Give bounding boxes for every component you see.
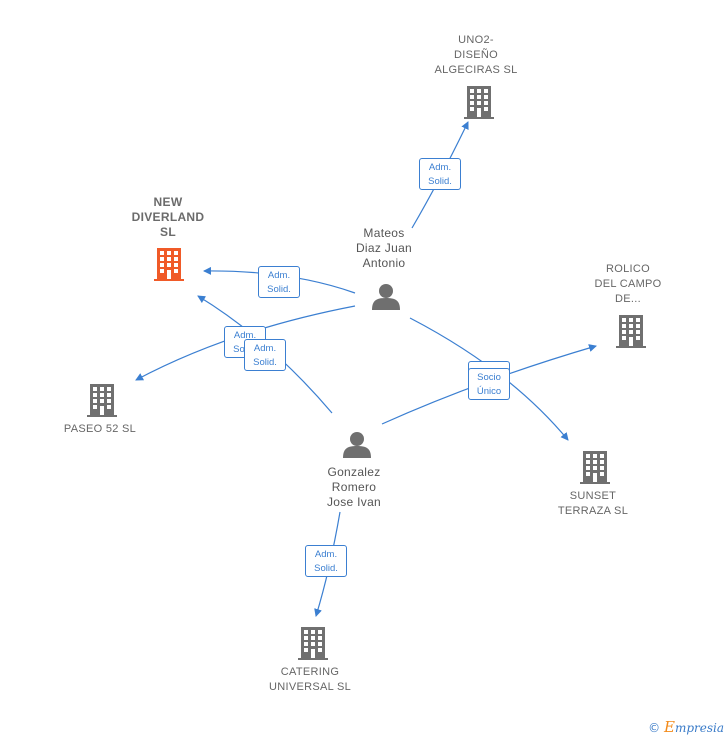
catering-label[interactable]: CATERING UNIVERSAL SL: [268, 666, 352, 693]
gonzalez-person-icon[interactable]: [343, 432, 371, 458]
rolico-label[interactable]: ROLICO DEL CAMPO DE...: [594, 263, 662, 305]
paseo-building-icon[interactable]: [87, 384, 117, 417]
mateos-label[interactable]: Mateos Diaz Juan Antonio: [355, 226, 413, 270]
badge-mateos-newdiverland[interactable]: Adm.Solid.: [258, 266, 300, 298]
mateos-person-icon[interactable]: [372, 284, 400, 310]
newdiverland-label[interactable]: NEW DIVERLAND SL: [131, 195, 205, 239]
empresia-watermark[interactable]: © Empresia: [648, 718, 724, 736]
catering-building-icon[interactable]: [298, 627, 328, 660]
gonzalez-label[interactable]: Gonzalez Romero Jose Ivan: [326, 465, 382, 509]
sunset-building-icon[interactable]: [580, 451, 610, 484]
brand-initial: E: [663, 718, 675, 736]
uno2-label[interactable]: UNO2- DISEÑO ALGECIRAS SL: [434, 34, 518, 76]
sunset-label[interactable]: SUNSET TERRAZA SL: [557, 490, 629, 517]
uno2-building-icon[interactable]: [464, 86, 494, 119]
badge-mateos-uno2[interactable]: Adm.Solid.: [419, 158, 461, 190]
paseo-label[interactable]: PASEO 52 SL: [63, 423, 137, 435]
brand-name: mpresia: [674, 721, 724, 735]
newdiverland-building-icon[interactable]: [154, 248, 184, 281]
badge-gonzalez-newdiverland[interactable]: Adm.Solid.: [244, 339, 286, 371]
badge-gonzalez-catering[interactable]: Adm.Solid.: [305, 545, 347, 577]
rolico-building-icon[interactable]: [616, 315, 646, 348]
copyright-icon: ©: [648, 721, 661, 735]
